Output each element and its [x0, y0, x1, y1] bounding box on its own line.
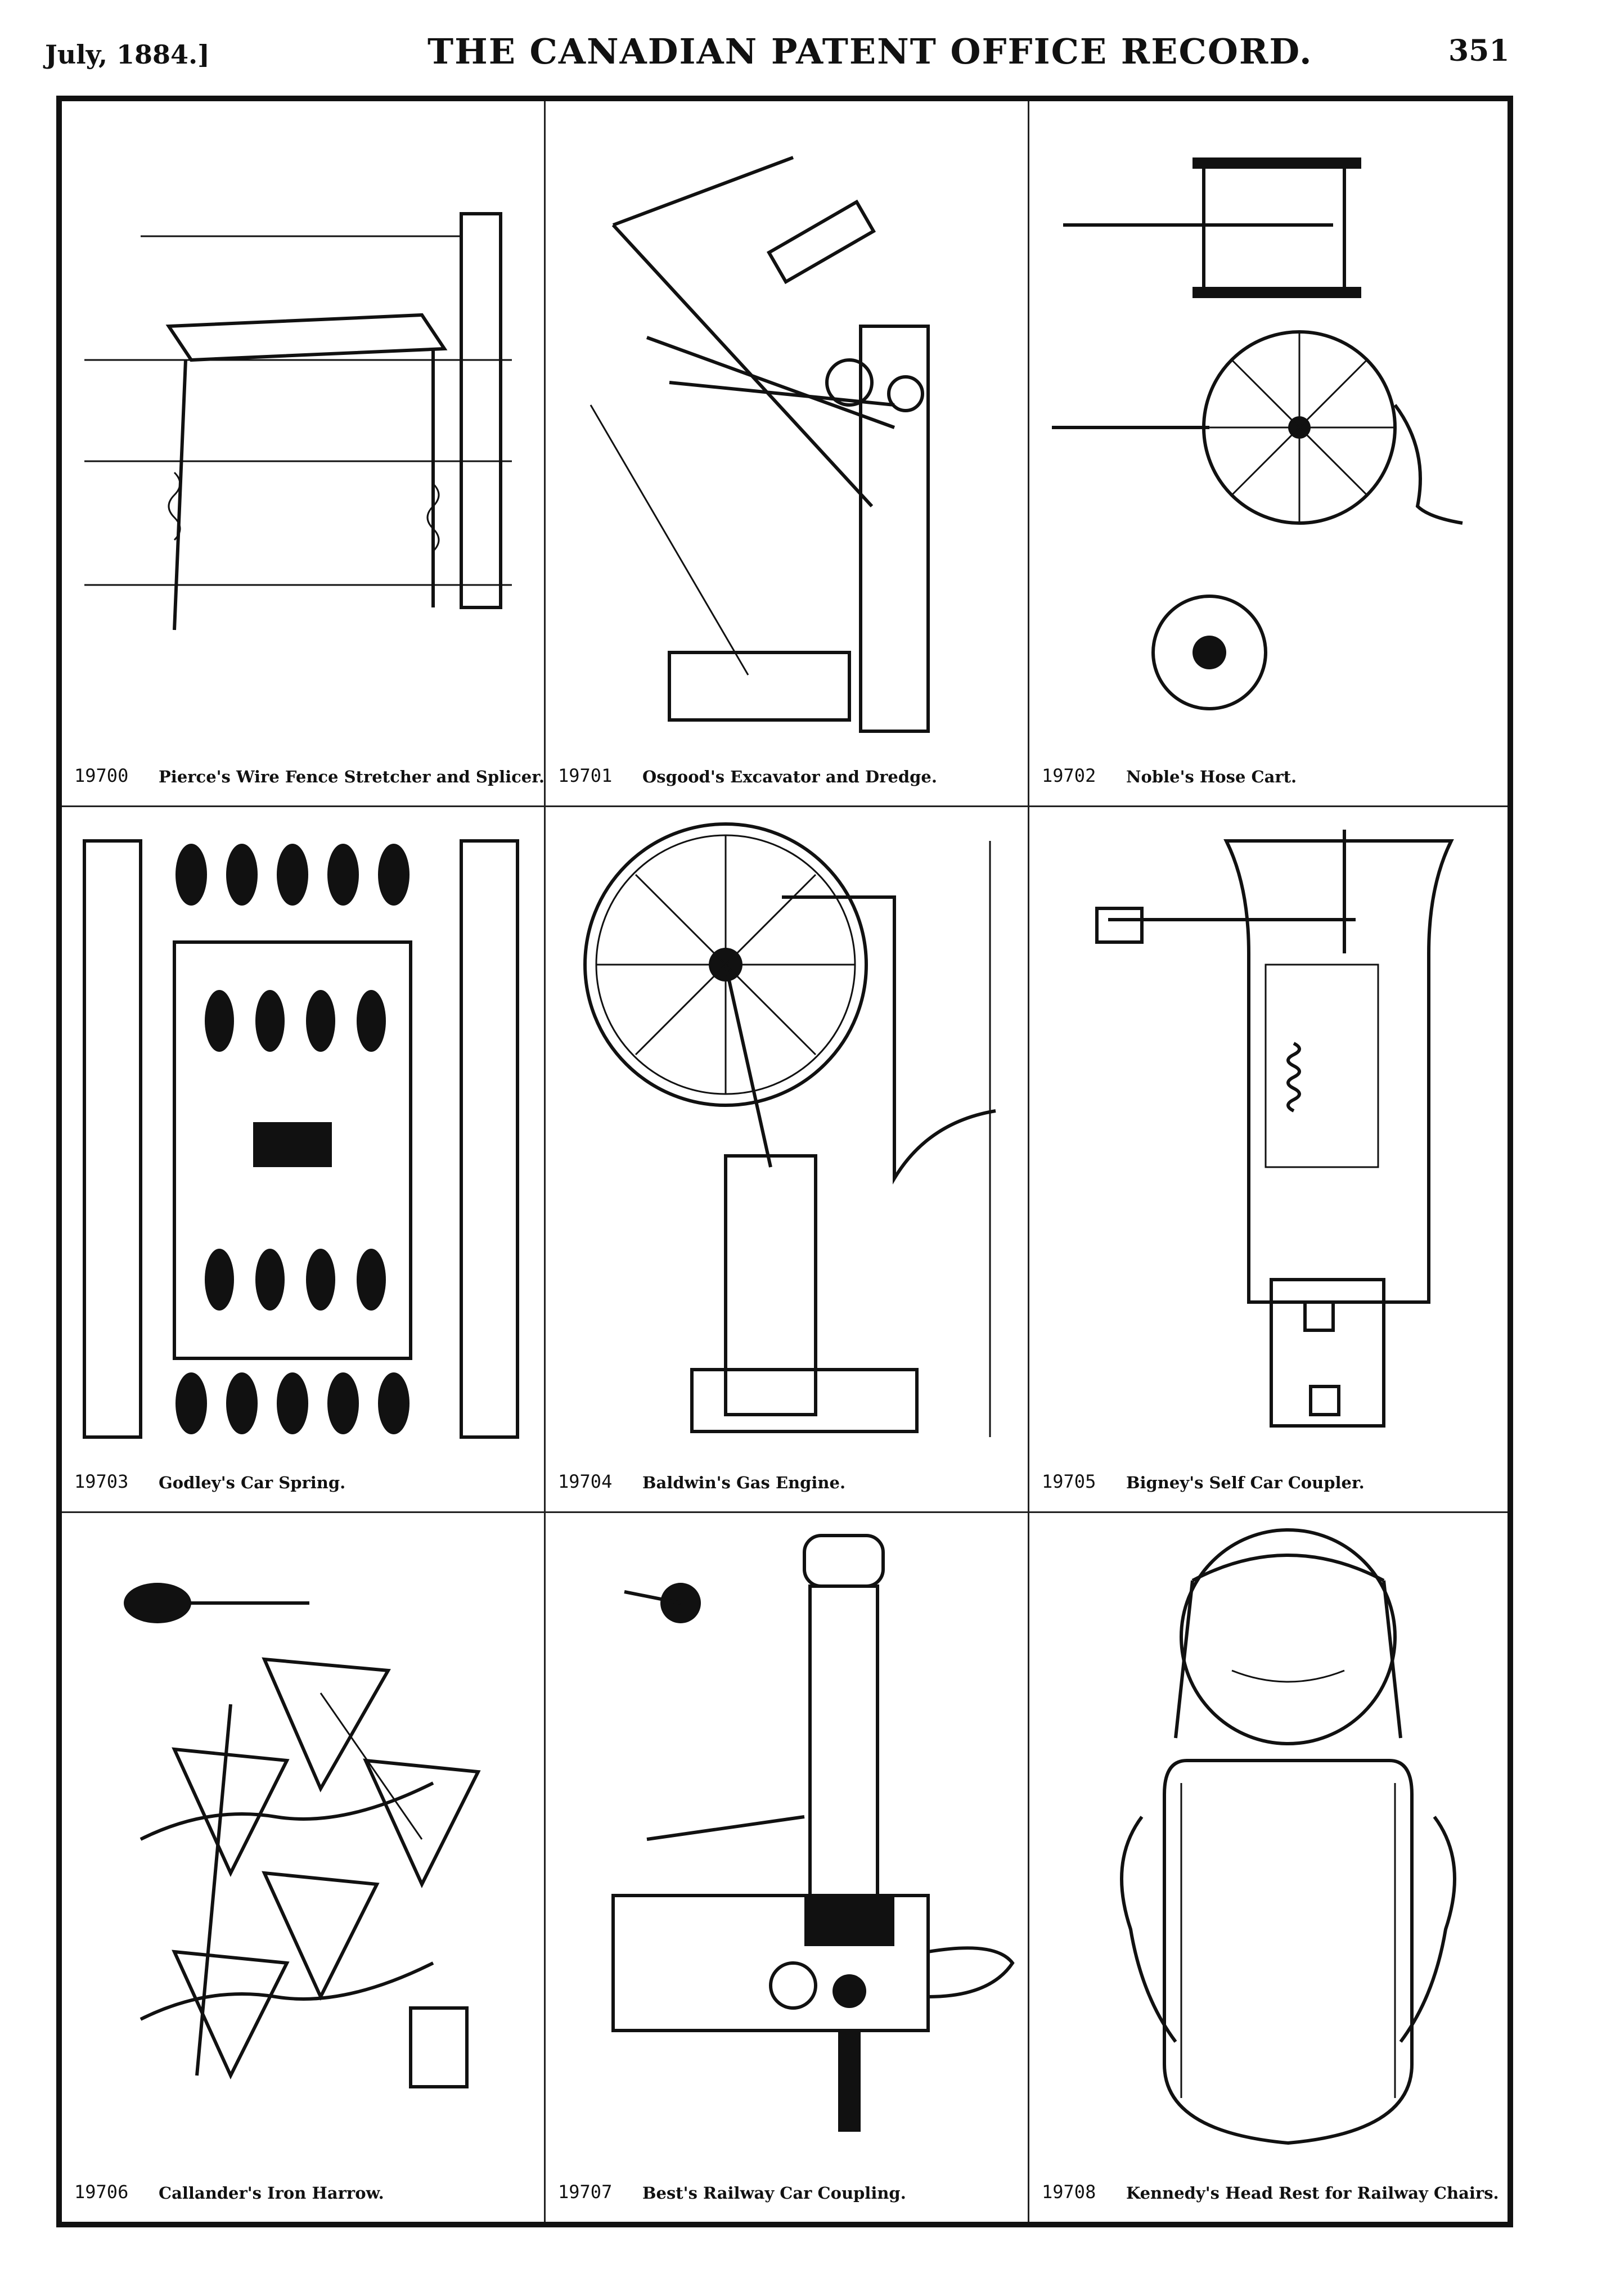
figure-panel-19703: 19703 Godley's Car Spring.	[62, 807, 546, 1513]
figure-title: Bigney's Self Car Coupler.	[1126, 1473, 1365, 1492]
iron-harrow-drawing-icon	[124, 1583, 481, 2088]
gas-engine-drawing-icon	[583, 822, 996, 1437]
page-frame	[56, 96, 1513, 2227]
issue-date: July, 1884.]	[45, 39, 210, 70]
railway-coupling-drawing-icon	[611, 1534, 1015, 2132]
figure-panel-19705: 19705 Bigney's Self Car Coupler.	[1029, 807, 1508, 1513]
figure-panel-19702: 19702 Noble's Hose Cart.	[1029, 101, 1508, 807]
figure-title: Best's Railway Car Coupling.	[642, 2184, 906, 2203]
patent-number: 19708	[1042, 2181, 1096, 2203]
excavator-dredge-drawing-icon	[590, 156, 930, 733]
figure-panel-19701: 19701 Osgood's Excavator and Dredge.	[546, 101, 1029, 807]
patent-number: 19702	[1042, 765, 1096, 786]
figure-panel-19708: 19708 Kennedy's Head Rest for Railway Ch…	[1029, 1513, 1508, 2222]
page-header: July, 1884.] THE CANADIAN PATENT OFFICE …	[0, 0, 1611, 84]
figure-title: Pierce's Wire Fence Stretcher and Splice…	[159, 767, 544, 786]
head-rest-drawing-icon	[1120, 1528, 1456, 2145]
figure-panel-19700: 19700 Pierce's Wire Fence Stretcher and …	[62, 101, 546, 807]
patent-number: 19700	[74, 765, 129, 786]
figure-panel-19707: 19707 Best's Railway Car Coupling.	[546, 1513, 1029, 2222]
figure-panel-19706: 19706 Callander's Iron Harrow.	[62, 1513, 546, 2222]
figure-title: Callander's Iron Harrow.	[159, 2184, 384, 2203]
page-number: 351	[1448, 34, 1510, 68]
patent-drawings-grid: 19700 Pierce's Wire Fence Stretcher and …	[62, 101, 1508, 2222]
figure-title: Godley's Car Spring.	[159, 1473, 346, 1492]
car-coupler-drawing-icon	[1095, 830, 1454, 1428]
patent-number: 19707	[558, 2181, 613, 2203]
figure-panel-19704: 19704 Baldwin's Gas Engine.	[546, 807, 1029, 1513]
patent-number: 19705	[1042, 1471, 1096, 1492]
figure-title: Kennedy's Head Rest for Railway Chairs.	[1126, 2184, 1499, 2203]
figure-title: Baldwin's Gas Engine.	[642, 1473, 846, 1492]
patent-number: 19701	[558, 765, 613, 786]
patent-number: 19706	[74, 2181, 129, 2203]
publication-title: THE CANADIAN PATENT OFFICE RECORD.	[428, 31, 1313, 72]
patent-number: 19704	[558, 1471, 613, 1492]
figure-title: Noble's Hose Cart.	[1126, 767, 1297, 786]
hose-cart-drawing-icon	[1052, 157, 1463, 710]
car-spring-drawing-icon	[83, 839, 519, 1439]
wire-fence-stretcher-drawing-icon	[84, 212, 512, 631]
figure-title: Osgood's Excavator and Dredge.	[642, 767, 937, 786]
patent-number: 19703	[74, 1471, 129, 1492]
